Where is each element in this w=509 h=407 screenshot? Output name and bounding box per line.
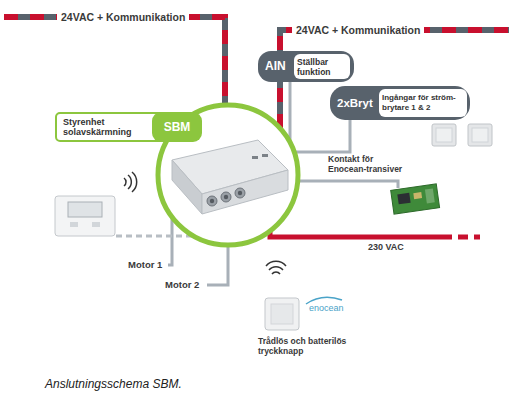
cable-gland-hole: [224, 195, 228, 199]
motor-wire: [207, 245, 228, 285]
input-pill: 2xBrytIngångar för ström- brytare 1 & 2: [330, 86, 470, 120]
logo-swoosh: [306, 297, 342, 304]
device-label: Trådlös och batterilös tryckknapp: [258, 336, 350, 356]
push-button: [265, 298, 299, 330]
cable-gland: [207, 196, 217, 206]
label-box: Styrenhet solavskärmningSBM: [55, 112, 202, 142]
switch-rocker: [436, 128, 452, 142]
cable-gland: [221, 192, 231, 202]
bus-cable: [4, 17, 225, 106]
pill-heading: 2xBryt: [337, 86, 373, 120]
logo-text: enocean: [309, 303, 344, 314]
mains-cable: [270, 231, 452, 237]
mains-label: 230 VAC: [368, 242, 404, 253]
pill-text: Ställbar funktion: [294, 54, 350, 79]
device-led: [252, 156, 258, 159]
transceiver-wire: [298, 181, 398, 188]
bus-cable-stripe: [4, 17, 225, 106]
transceiver-board: [391, 184, 440, 214]
device-front: [202, 170, 288, 214]
pill-heading: AIN: [265, 51, 286, 82]
room-unit-button: [92, 222, 100, 227]
motor-label: Motor 1: [128, 259, 162, 271]
wireless-symbol: [124, 172, 137, 192]
cable-gland: [235, 188, 245, 198]
sensor-wire: [116, 235, 194, 238]
input-wire: [294, 120, 350, 152]
room-unit-button: [70, 222, 78, 227]
bus-label: 24VAC + Kommunikation: [292, 23, 424, 37]
push-button-face: [271, 304, 293, 324]
cable-gland-hole: [210, 199, 214, 203]
device-side: [172, 160, 202, 214]
bus-label: 24VAC + Kommunikation: [57, 10, 189, 24]
motor-label: Motor 2: [165, 279, 199, 291]
badge-text: SBM: [152, 112, 202, 142]
mains-cable: [458, 235, 480, 240]
port-label: Kontakt för Enocean-transiver: [328, 154, 408, 174]
room-unit-display: [68, 202, 102, 217]
input-pill: AIN Ställbar funktion: [258, 51, 354, 82]
switch-icon: [432, 124, 456, 146]
device-led: [262, 154, 268, 157]
figure-caption: Anslutningsschema SBM.: [45, 377, 182, 392]
switch-icon: [468, 124, 492, 146]
switch-rocker: [472, 128, 488, 142]
input-wire: [289, 82, 292, 143]
cable-gland-hole: [238, 191, 242, 195]
wireless-symbol: [266, 261, 286, 274]
motor-wire: [168, 218, 172, 265]
room-unit: [55, 196, 115, 236]
pill-text: Ingångar för ström- brytare 1 & 2: [379, 89, 467, 117]
